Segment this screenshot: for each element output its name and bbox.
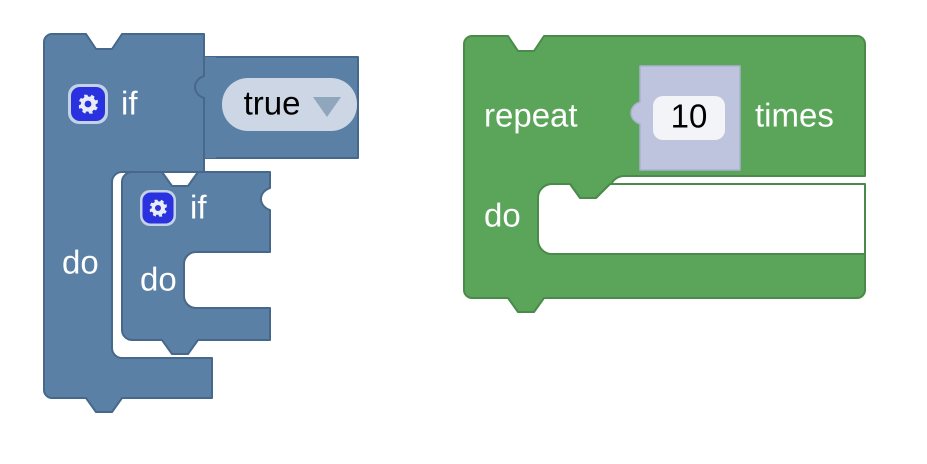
outer-if-label: if — [121, 85, 138, 122]
outer-if-socket-outline — [194, 57, 205, 158]
repeat-label: repeat — [484, 97, 578, 134]
bool-dropdown-field[interactable] — [222, 78, 357, 131]
gear-icon-center — [155, 205, 161, 211]
gear-icon[interactable] — [140, 190, 176, 226]
block-controls-repeat[interactable]: repeat 10 times do — [463, 35, 866, 313]
gear-icon-center — [84, 100, 92, 108]
number-input-field[interactable] — [653, 96, 725, 140]
outer-do-label: do — [62, 244, 99, 281]
block-logic-boolean[interactable]: true — [222, 78, 357, 131]
block-controls-if-inner[interactable]: if do — [121, 171, 271, 355]
gear-icon[interactable] — [68, 84, 108, 124]
chevron-down-icon[interactable] — [313, 97, 341, 117]
inner-do-label: do — [140, 261, 177, 298]
repeat-do-label: do — [484, 197, 521, 234]
number-input-value: 10 — [671, 98, 708, 135]
block-math-number[interactable]: 10 — [630, 65, 741, 171]
repeat-do-statement-input[interactable] — [537, 183, 866, 255]
outer-if-value-socket[interactable] — [195, 57, 216, 158]
bool-dropdown-value: true — [244, 85, 301, 122]
inner-if-label: if — [190, 189, 207, 226]
times-label: times — [755, 97, 834, 134]
